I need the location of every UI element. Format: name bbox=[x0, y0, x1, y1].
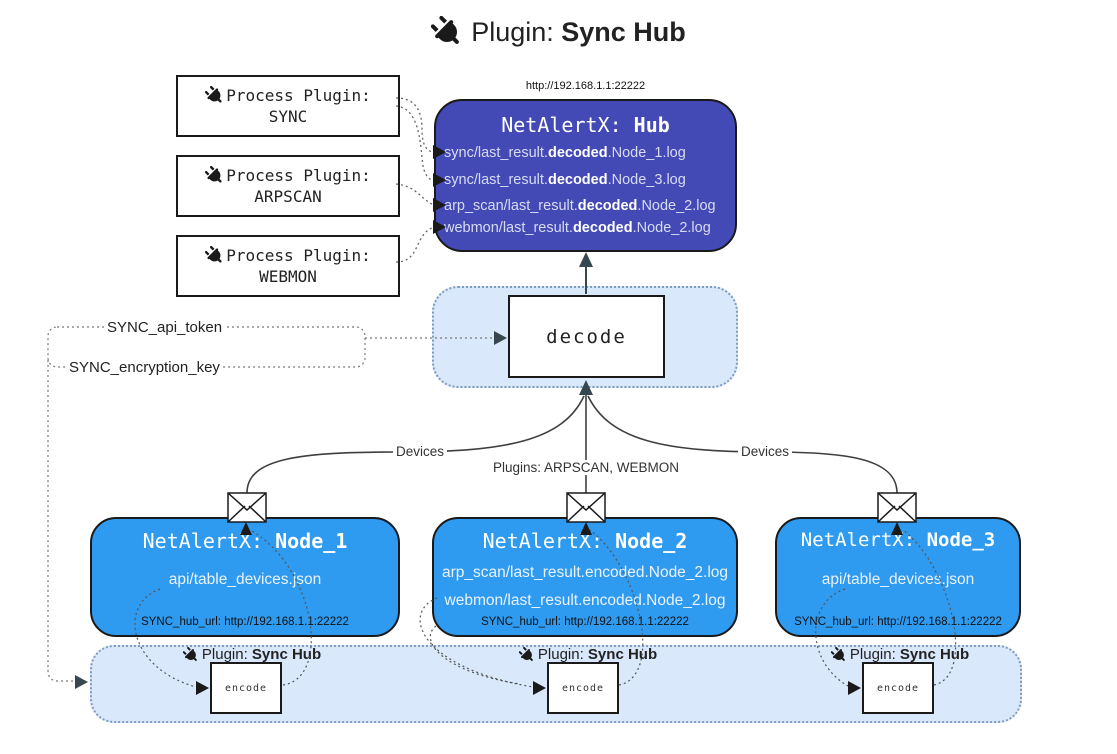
encode-box: encode bbox=[547, 662, 619, 714]
hub-title: NetAlertX: Hub bbox=[501, 113, 670, 137]
title-prefix: Plugin: bbox=[471, 16, 562, 47]
process-plugin-box-sync: Process Plugin: SYNC bbox=[176, 75, 400, 137]
edge-label-devices-right: Devices bbox=[737, 444, 793, 459]
process-to-hub-connectors bbox=[395, 97, 433, 263]
encode-plugin-label: Plugin: Sync Hub bbox=[183, 646, 321, 663]
hub-log-line: sync/last_result.decoded.Node_1.log bbox=[444, 145, 686, 161]
hub-log-line: webmon/last_result.decoded.Node_2.log bbox=[444, 220, 711, 236]
node-file: arp_scan/last_result.encoded.Node_2.log bbox=[441, 564, 729, 581]
process-plugin-name: SYNC bbox=[268, 107, 308, 126]
plug-icon bbox=[519, 647, 535, 663]
hub-log-line: arp_scan/last_result.decoded.Node_2.log bbox=[444, 198, 716, 214]
process-plugin-label: Process Plugin: bbox=[226, 86, 371, 105]
edge-label-devices-left: Devices bbox=[392, 444, 448, 459]
node-title: NetAlertX: Node_1 bbox=[142, 529, 348, 553]
plug-icon bbox=[831, 647, 847, 663]
plug-icon bbox=[431, 16, 463, 48]
node-hub-url: SYNC_hub_url: http://192.168.1.1:22222 bbox=[794, 616, 1002, 628]
process-plugin-box-arpscan: Process Plugin: ARPSCAN bbox=[176, 155, 400, 217]
node-hub-url: SYNC_hub_url: http://192.168.1.1:22222 bbox=[481, 616, 689, 628]
node-file: webmon/last_result.encoded.Node_2.log bbox=[444, 592, 726, 609]
plug-icon bbox=[205, 246, 224, 265]
plug-icon bbox=[183, 647, 199, 663]
sync-encryption-key-label: SYNC_encryption_key bbox=[66, 359, 223, 376]
process-plugin-label: Process Plugin: bbox=[226, 166, 371, 185]
node-box-node2: NetAlertX: Node_2 arp_scan/last_result.e… bbox=[432, 517, 738, 637]
process-plugin-box-webmon: Process Plugin: WEBMON bbox=[176, 235, 400, 297]
process-plugin-name: ARPSCAN bbox=[254, 187, 322, 206]
hub-box: NetAlertX: Hub sync/last_result.decoded.… bbox=[434, 99, 737, 252]
node-box-node1: NetAlertX: Node_1 api/table_devices.json… bbox=[90, 517, 400, 637]
nodes-to-decode-curves bbox=[246, 394, 898, 494]
encode-plugin-label: Plugin: Sync Hub bbox=[831, 646, 969, 663]
process-plugin-label: Process Plugin: bbox=[226, 246, 371, 265]
node-title: NetAlertX: Node_2 bbox=[482, 529, 688, 553]
encode-plugin-label: Plugin: Sync Hub bbox=[519, 646, 657, 663]
encode-box: encode bbox=[210, 662, 282, 714]
edge-label-plugins: Plugins: ARPSCAN, WEBMON bbox=[489, 460, 683, 475]
settings-to-encode-arrowhead bbox=[75, 675, 88, 689]
node-hub-url: SYNC_hub_url: http://192.168.1.1:22222 bbox=[141, 616, 349, 628]
sync-api-token-label: SYNC_api_token bbox=[104, 319, 226, 336]
plug-icon bbox=[205, 86, 224, 105]
encode-box: encode bbox=[862, 662, 934, 714]
process-plugin-name: WEBMON bbox=[259, 267, 317, 286]
title-name: Sync Hub bbox=[561, 16, 686, 47]
node-box-node3: NetAlertX: Node_3 api/table_devices.json… bbox=[775, 517, 1021, 637]
node-file: api/table_devices.json bbox=[168, 571, 322, 588]
hub-url-label: http://192.168.1.1:22222 bbox=[525, 80, 646, 92]
node-title: NetAlertX: Node_3 bbox=[800, 529, 996, 551]
hub-log-line: sync/last_result.decoded.Node_3.log bbox=[444, 172, 686, 188]
page-title: Plugin: Sync Hub bbox=[0, 16, 1117, 48]
plug-icon bbox=[205, 166, 224, 185]
node-file: api/table_devices.json bbox=[821, 571, 975, 588]
decode-box: decode bbox=[508, 295, 665, 378]
